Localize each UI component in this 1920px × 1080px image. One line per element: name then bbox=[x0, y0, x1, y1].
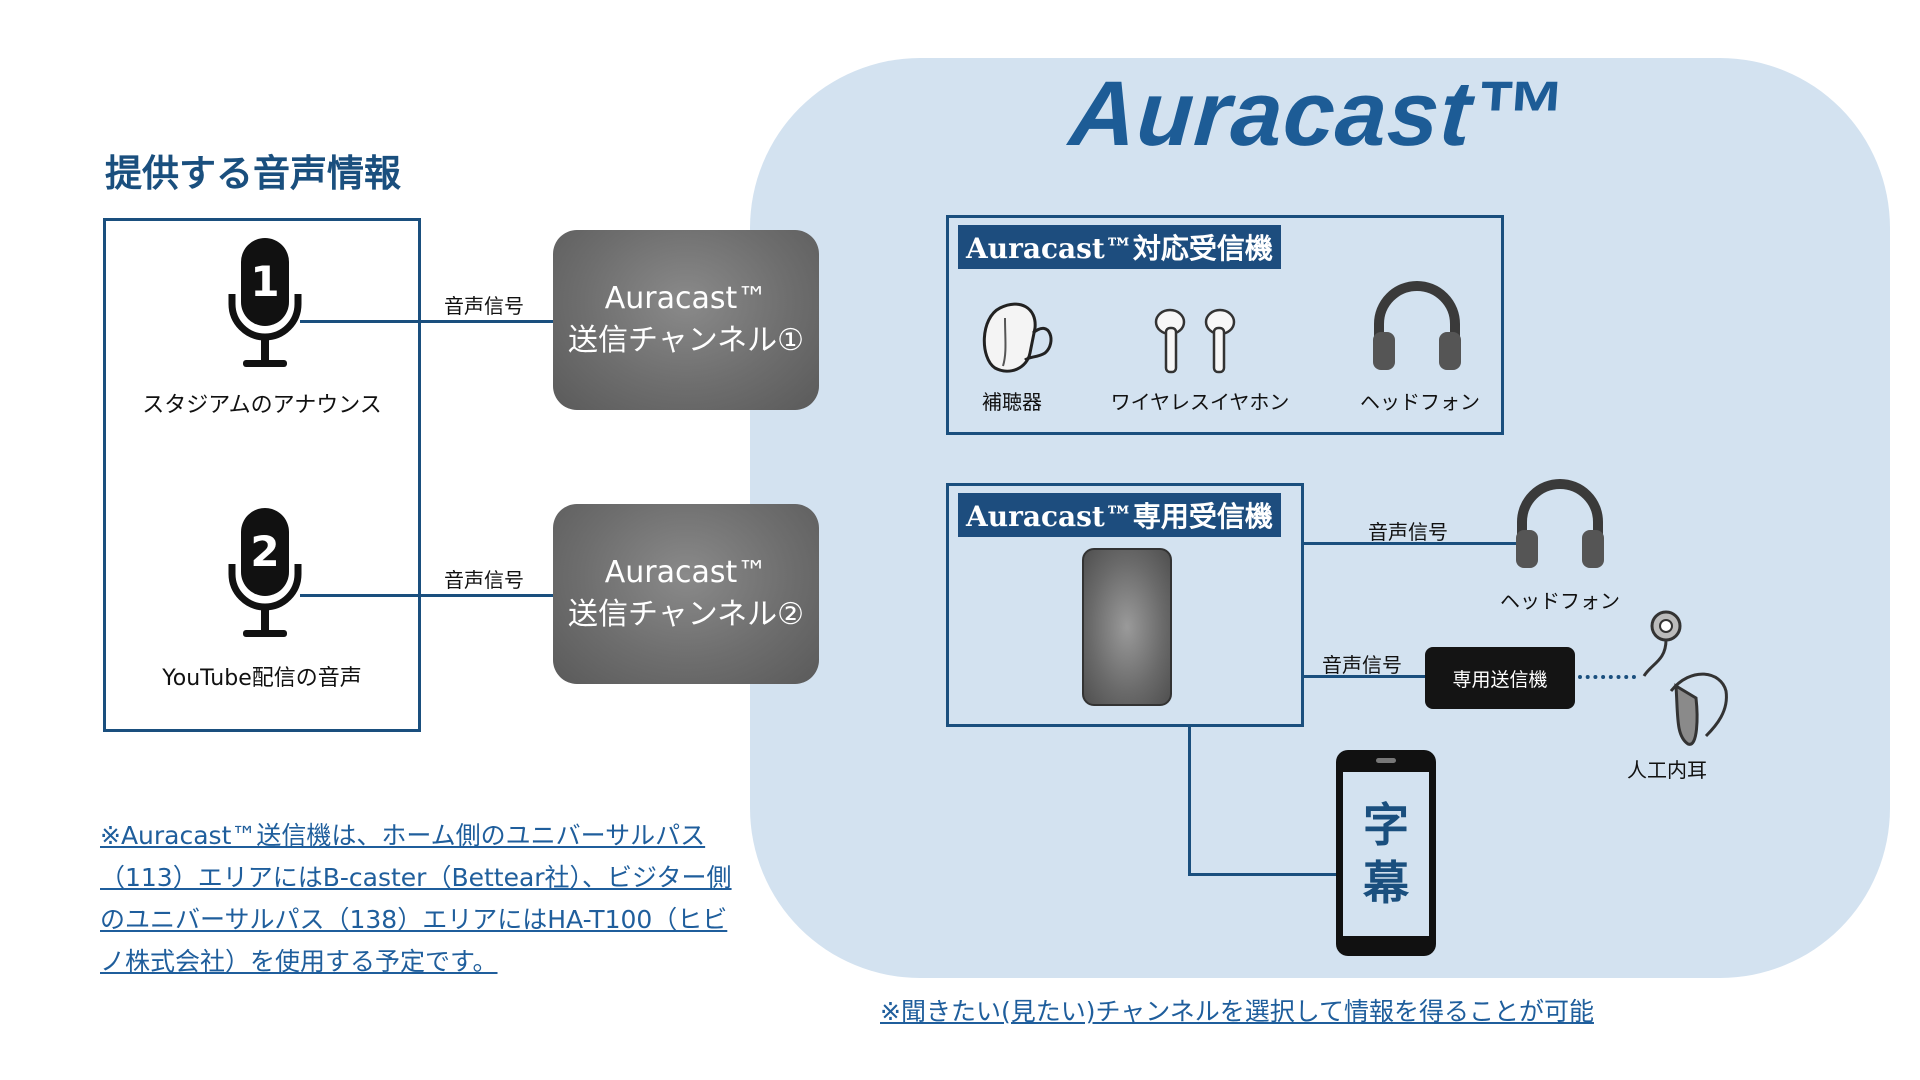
channel-note: ※聞きたい(見たい)チャンネルを選択して情報を得ることが可能 bbox=[880, 997, 1594, 1026]
microphone-2-icon: 2 bbox=[226, 506, 304, 646]
device-label-earbuds: ワイヤレスイヤホン bbox=[1110, 390, 1290, 414]
source-label-2: YouTube配信の音声 bbox=[162, 666, 362, 691]
mic-badge-1: 1 bbox=[250, 257, 279, 306]
signal-line-2 bbox=[300, 594, 555, 597]
channel-2: Auracast™ 送信チャンネル② bbox=[553, 504, 819, 684]
transmitter-note-line-1: ※Auracast™送信機は、ホーム側のユニバーサルパス bbox=[100, 821, 706, 850]
cochlear-implant-icon bbox=[1636, 606, 1736, 756]
hearing-aid-icon bbox=[975, 298, 1065, 378]
channel-1-line2: 送信チャンネル① bbox=[568, 323, 804, 358]
transmitter-note: ※Auracast™送信機は、ホーム側のユニバーサルパス （113）エリアにはB… bbox=[100, 815, 790, 983]
signal-label-transmitter: 音声信号 bbox=[1322, 653, 1402, 677]
microphone-1-icon: 1 bbox=[226, 236, 304, 376]
phone-speaker bbox=[1376, 758, 1396, 763]
sources-title: 提供する音声情報 bbox=[105, 152, 401, 195]
phone-screen: 字 幕 bbox=[1343, 772, 1429, 936]
compatible-receiver-title: Auracast™対応受信機 bbox=[958, 225, 1281, 269]
channel-2-line1: Auracast™ bbox=[604, 555, 768, 590]
caption-line-horizontal bbox=[1188, 873, 1338, 876]
signal-line-1 bbox=[300, 320, 555, 323]
device-label-headphones: ヘッドフォン bbox=[1360, 390, 1480, 414]
earbuds-icon bbox=[1150, 306, 1240, 376]
transmitter-note-line-4: ノ株式会社）を使用する予定です。 bbox=[100, 947, 498, 976]
channel-1-line1: Auracast™ bbox=[604, 281, 768, 316]
device-label-hearing-aid: 補聴器 bbox=[982, 390, 1042, 414]
signal-label-headphones: 音声信号 bbox=[1368, 520, 1448, 544]
source-label-1: スタジアムのアナウンス bbox=[142, 393, 382, 418]
dedicated-receiver-title: Auracast™専用受信機 bbox=[958, 493, 1281, 537]
signal-label-1: 音声信号 bbox=[444, 294, 524, 318]
dedicated-transmitter: 専用送信機 bbox=[1425, 647, 1575, 709]
headphones-icon bbox=[1510, 472, 1610, 572]
mic-badge-2: 2 bbox=[250, 527, 279, 576]
cochlear-label: 人工内耳 bbox=[1627, 758, 1707, 782]
smartphone: 字 幕 bbox=[1336, 750, 1436, 956]
receiver-device bbox=[1082, 548, 1172, 706]
signal-line-headphones bbox=[1304, 542, 1518, 545]
dedicated-receiver-panel bbox=[946, 483, 1304, 727]
transmitter-note-line-3: のユニバーサルパス（138）エリアにはHA-T100（ヒビ bbox=[100, 905, 728, 934]
caption-char-1: 字 bbox=[1363, 798, 1409, 852]
caption-line-vertical bbox=[1188, 727, 1191, 875]
wireless-link bbox=[1578, 675, 1636, 679]
channel-2-line2: 送信チャンネル② bbox=[568, 597, 804, 632]
headphones-icon bbox=[1367, 274, 1467, 374]
transmitter-note-line-2: （113）エリアにはB-caster（Bettear社）、ビジター側 bbox=[100, 863, 732, 892]
signal-label-2: 音声信号 bbox=[444, 568, 524, 592]
auracast-logo: Auracast™ bbox=[1066, 63, 1569, 165]
auracast-area bbox=[750, 58, 1890, 978]
channel-1: Auracast™ 送信チャンネル① bbox=[553, 230, 819, 410]
compatible-receiver-panel bbox=[946, 215, 1504, 435]
headphones-label: ヘッドフォン bbox=[1500, 589, 1620, 613]
caption-char-2: 幕 bbox=[1363, 856, 1409, 910]
signal-line-transmitter bbox=[1304, 675, 1426, 678]
